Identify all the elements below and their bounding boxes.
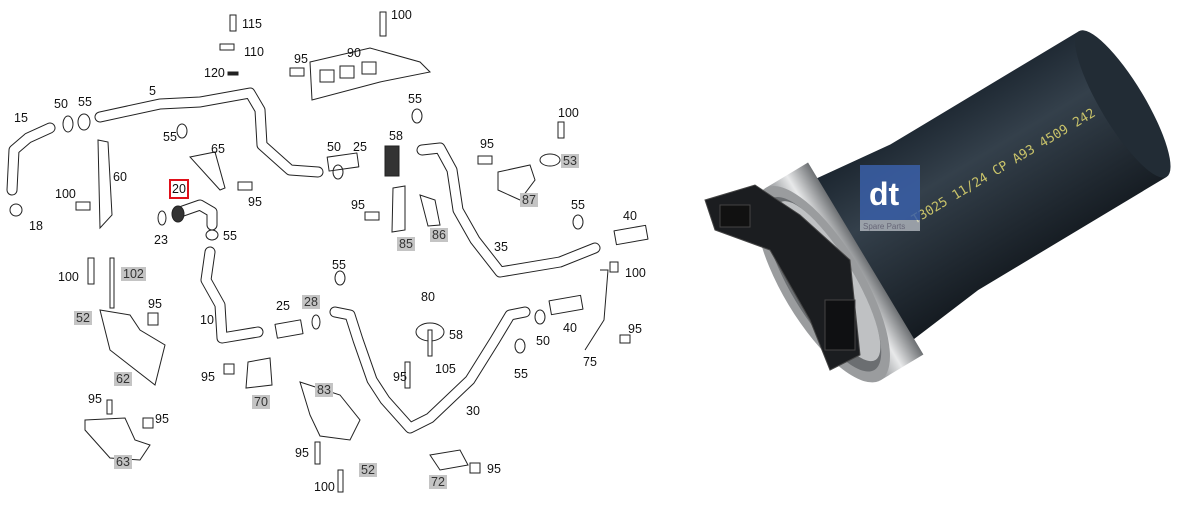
quick-connect-clip-icon — [704, 184, 861, 371]
part-label-105[interactable]: 105 — [435, 362, 456, 376]
part-label-115[interactable]: 115 — [242, 17, 262, 31]
part-label-55[interactable]: 55 — [163, 130, 177, 144]
hose-body — [808, 31, 1167, 346]
part-label-90[interactable]: 90 — [347, 46, 361, 60]
part-label-100[interactable]: 100 — [558, 106, 579, 120]
part-label-110[interactable]: 110 — [244, 45, 264, 59]
part-label-63[interactable]: 63 — [114, 455, 132, 469]
part-label-60[interactable]: 60 — [113, 170, 127, 184]
part-label-5[interactable]: 5 — [149, 84, 156, 98]
part-label-55[interactable]: 55 — [78, 95, 92, 109]
part-label-58[interactable]: 58 — [449, 328, 463, 342]
part-label-40[interactable]: 40 — [623, 209, 637, 223]
part-label-95[interactable]: 95 — [248, 195, 262, 209]
parts-line-drawing — [6, 11, 649, 493]
part-label-65[interactable]: 65 — [211, 142, 225, 156]
svg-text:Spare Parts: Spare Parts — [863, 222, 905, 231]
part-label-25[interactable]: 25 — [276, 299, 290, 313]
part-label-95[interactable]: 95 — [295, 446, 309, 460]
part-label-28[interactable]: 28 — [302, 295, 320, 309]
part-label-55[interactable]: 55 — [408, 92, 422, 106]
part-label-30[interactable]: 30 — [466, 404, 480, 418]
part-label-95[interactable]: 95 — [155, 412, 169, 426]
part-label-100[interactable]: 100 — [391, 8, 412, 22]
part-label-100[interactable]: 100 — [625, 266, 646, 280]
part-label-23[interactable]: 23 — [154, 233, 168, 247]
part-label-100[interactable]: 100 — [55, 187, 76, 201]
part-label-15[interactable]: 15 — [14, 111, 28, 125]
clamps-and-rings — [9, 108, 584, 354]
part-label-86[interactable]: 86 — [430, 228, 448, 242]
part-label-80[interactable]: 80 — [421, 290, 435, 304]
part-label-55[interactable]: 55 — [332, 258, 346, 272]
part-label-62[interactable]: 62 — [114, 372, 132, 386]
svg-text:dt: dt — [869, 176, 900, 212]
part-label-83[interactable]: 83 — [315, 383, 333, 397]
part-label-95[interactable]: 95 — [487, 462, 501, 476]
part-label-72[interactable]: 72 — [429, 475, 447, 489]
part-label-50[interactable]: 50 — [54, 97, 68, 111]
part-label-50[interactable]: 50 — [536, 334, 550, 348]
part-label-95[interactable]: 95 — [148, 297, 162, 311]
part-label-87[interactable]: 87 — [520, 193, 538, 207]
dt-logo: dt Spare Parts — [860, 165, 920, 231]
part-label-35[interactable]: 35 — [494, 240, 508, 254]
part-label-70[interactable]: 70 — [252, 395, 270, 409]
part-label-95[interactable]: 95 — [393, 370, 407, 384]
product-photo: T3025 11/24 CP A93 4509 242 dt Spare Par… — [660, 0, 1186, 500]
part-label-40[interactable]: 40 — [563, 321, 577, 335]
part-label-55[interactable]: 55 — [514, 367, 528, 381]
part-label-25[interactable]: 25 — [353, 140, 367, 154]
part-label-95[interactable]: 95 — [294, 52, 308, 66]
part-label-100[interactable]: 100 — [58, 270, 79, 284]
part-label-55[interactable]: 55 — [223, 229, 237, 243]
part-label-95[interactable]: 95 — [628, 322, 642, 336]
part-label-95[interactable]: 95 — [88, 392, 102, 406]
part-label-102[interactable]: 102 — [121, 267, 146, 281]
part-label-18[interactable]: 18 — [29, 219, 43, 233]
hose-outlines — [6, 87, 649, 434]
bolts — [75, 11, 631, 493]
part-label-58[interactable]: 58 — [389, 129, 403, 143]
brackets — [84, 47, 609, 471]
part-label-75[interactable]: 75 — [583, 355, 597, 369]
part-label-95[interactable]: 95 — [201, 370, 215, 384]
part-label-52[interactable]: 52 — [359, 463, 377, 477]
part-label-100[interactable]: 100 — [314, 480, 335, 494]
part-label-52[interactable]: 52 — [74, 311, 92, 325]
part-label-10[interactable]: 10 — [200, 313, 214, 327]
part-label-95[interactable]: 95 — [480, 137, 494, 151]
exploded-parts-diagram: 115 110 120 95 90 100 5 50 55 15 55 100 … — [6, 8, 649, 494]
part-label-95[interactable]: 95 — [351, 198, 365, 212]
part-label-20-selected[interactable]: 20 — [169, 179, 189, 199]
part-label-55[interactable]: 55 — [571, 198, 585, 212]
part-label-50[interactable]: 50 — [327, 140, 341, 154]
part-label-53[interactable]: 53 — [561, 154, 579, 168]
part-label-85[interactable]: 85 — [397, 237, 415, 251]
part-label-120[interactable]: 120 — [204, 66, 225, 80]
charge-air-hose-image: T3025 11/24 CP A93 4509 242 dt Spare Par… — [704, 30, 1171, 383]
